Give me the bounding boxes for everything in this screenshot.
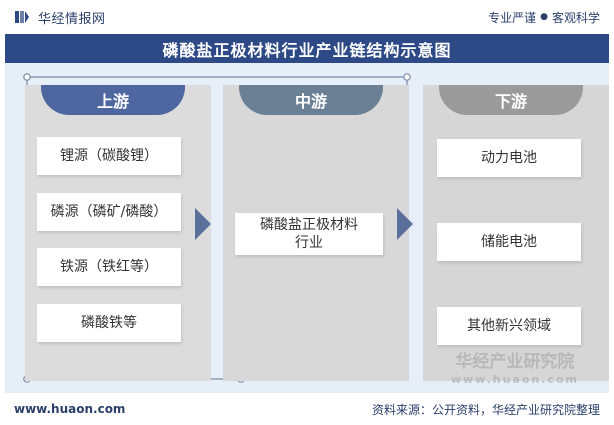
midstream-header: 中游 (239, 85, 383, 115)
slogan-left: 专业严谨 (488, 10, 537, 25)
page-footer: www.huaon.com 资料来源：公开资料，华经产业研究院整理 (0, 393, 614, 425)
midstream-item-phosphate-cathode: 磷酸盐正极材料 行业 (235, 213, 383, 255)
diagram-stage: 上游 锂源（碳酸锂） 磷源（磷矿/磷酸） 铁源（铁红等） 磷酸铁等 中游 磷酸盐… (5, 63, 609, 393)
upstream-column: 上游 锂源（碳酸锂） 磷源（磷矿/磷酸） 铁源（铁红等） 磷酸铁等 (25, 85, 211, 381)
downstream-column: 下游 动力电池 储能电池 其他新兴领域 (423, 85, 609, 381)
slogan-separator: ● (540, 12, 548, 22)
upstream-item-lithium: 锂源（碳酸锂） (37, 137, 181, 175)
slogan-right: 客观科学 (551, 10, 600, 25)
slogan: 专业严谨 ● 客观科学 (488, 9, 600, 26)
downstream-item-storage-battery: 储能电池 (437, 223, 581, 261)
arrow-right-icon (397, 208, 413, 240)
watermark: 华经产业研究院 www.huaon.com (451, 353, 579, 389)
title-band: 磷酸盐正极材料行业产业链结构示意图 (5, 34, 609, 63)
footer-source: 资料来源：公开资料，华经产业研究院整理 (371, 402, 600, 417)
footer-site-link[interactable]: www.huaon.com (14, 402, 126, 416)
watermark-name: 华经产业研究院 (455, 352, 575, 372)
downstream-header: 下游 (439, 85, 583, 115)
brand-name: 华经情报网 (38, 11, 106, 27)
diagram-title: 磷酸盐正极材料行业产业链结构示意图 (162, 40, 452, 60)
brand: 华经情报网 (14, 8, 106, 27)
upstream-item-phosphorus: 磷源（磷矿/磷酸） (37, 193, 181, 231)
huajing-logo-icon (15, 11, 29, 23)
midstream-column: 中游 磷酸盐正极材料 行业 (223, 85, 409, 381)
downstream-item-power-battery: 动力电池 (437, 139, 581, 177)
arrow-right-icon (195, 208, 211, 240)
upstream-item-iron-phosphate: 磷酸铁等 (37, 304, 181, 342)
upstream-item-iron: 铁源（铁红等） (37, 248, 181, 286)
upstream-header: 上游 (41, 85, 185, 115)
page-header: 华经情报网 专业严谨 ● 客观科学 (0, 0, 614, 34)
downstream-item-emerging-fields: 其他新兴领域 (437, 307, 581, 345)
watermark-url: www.huaon.com (450, 373, 579, 386)
